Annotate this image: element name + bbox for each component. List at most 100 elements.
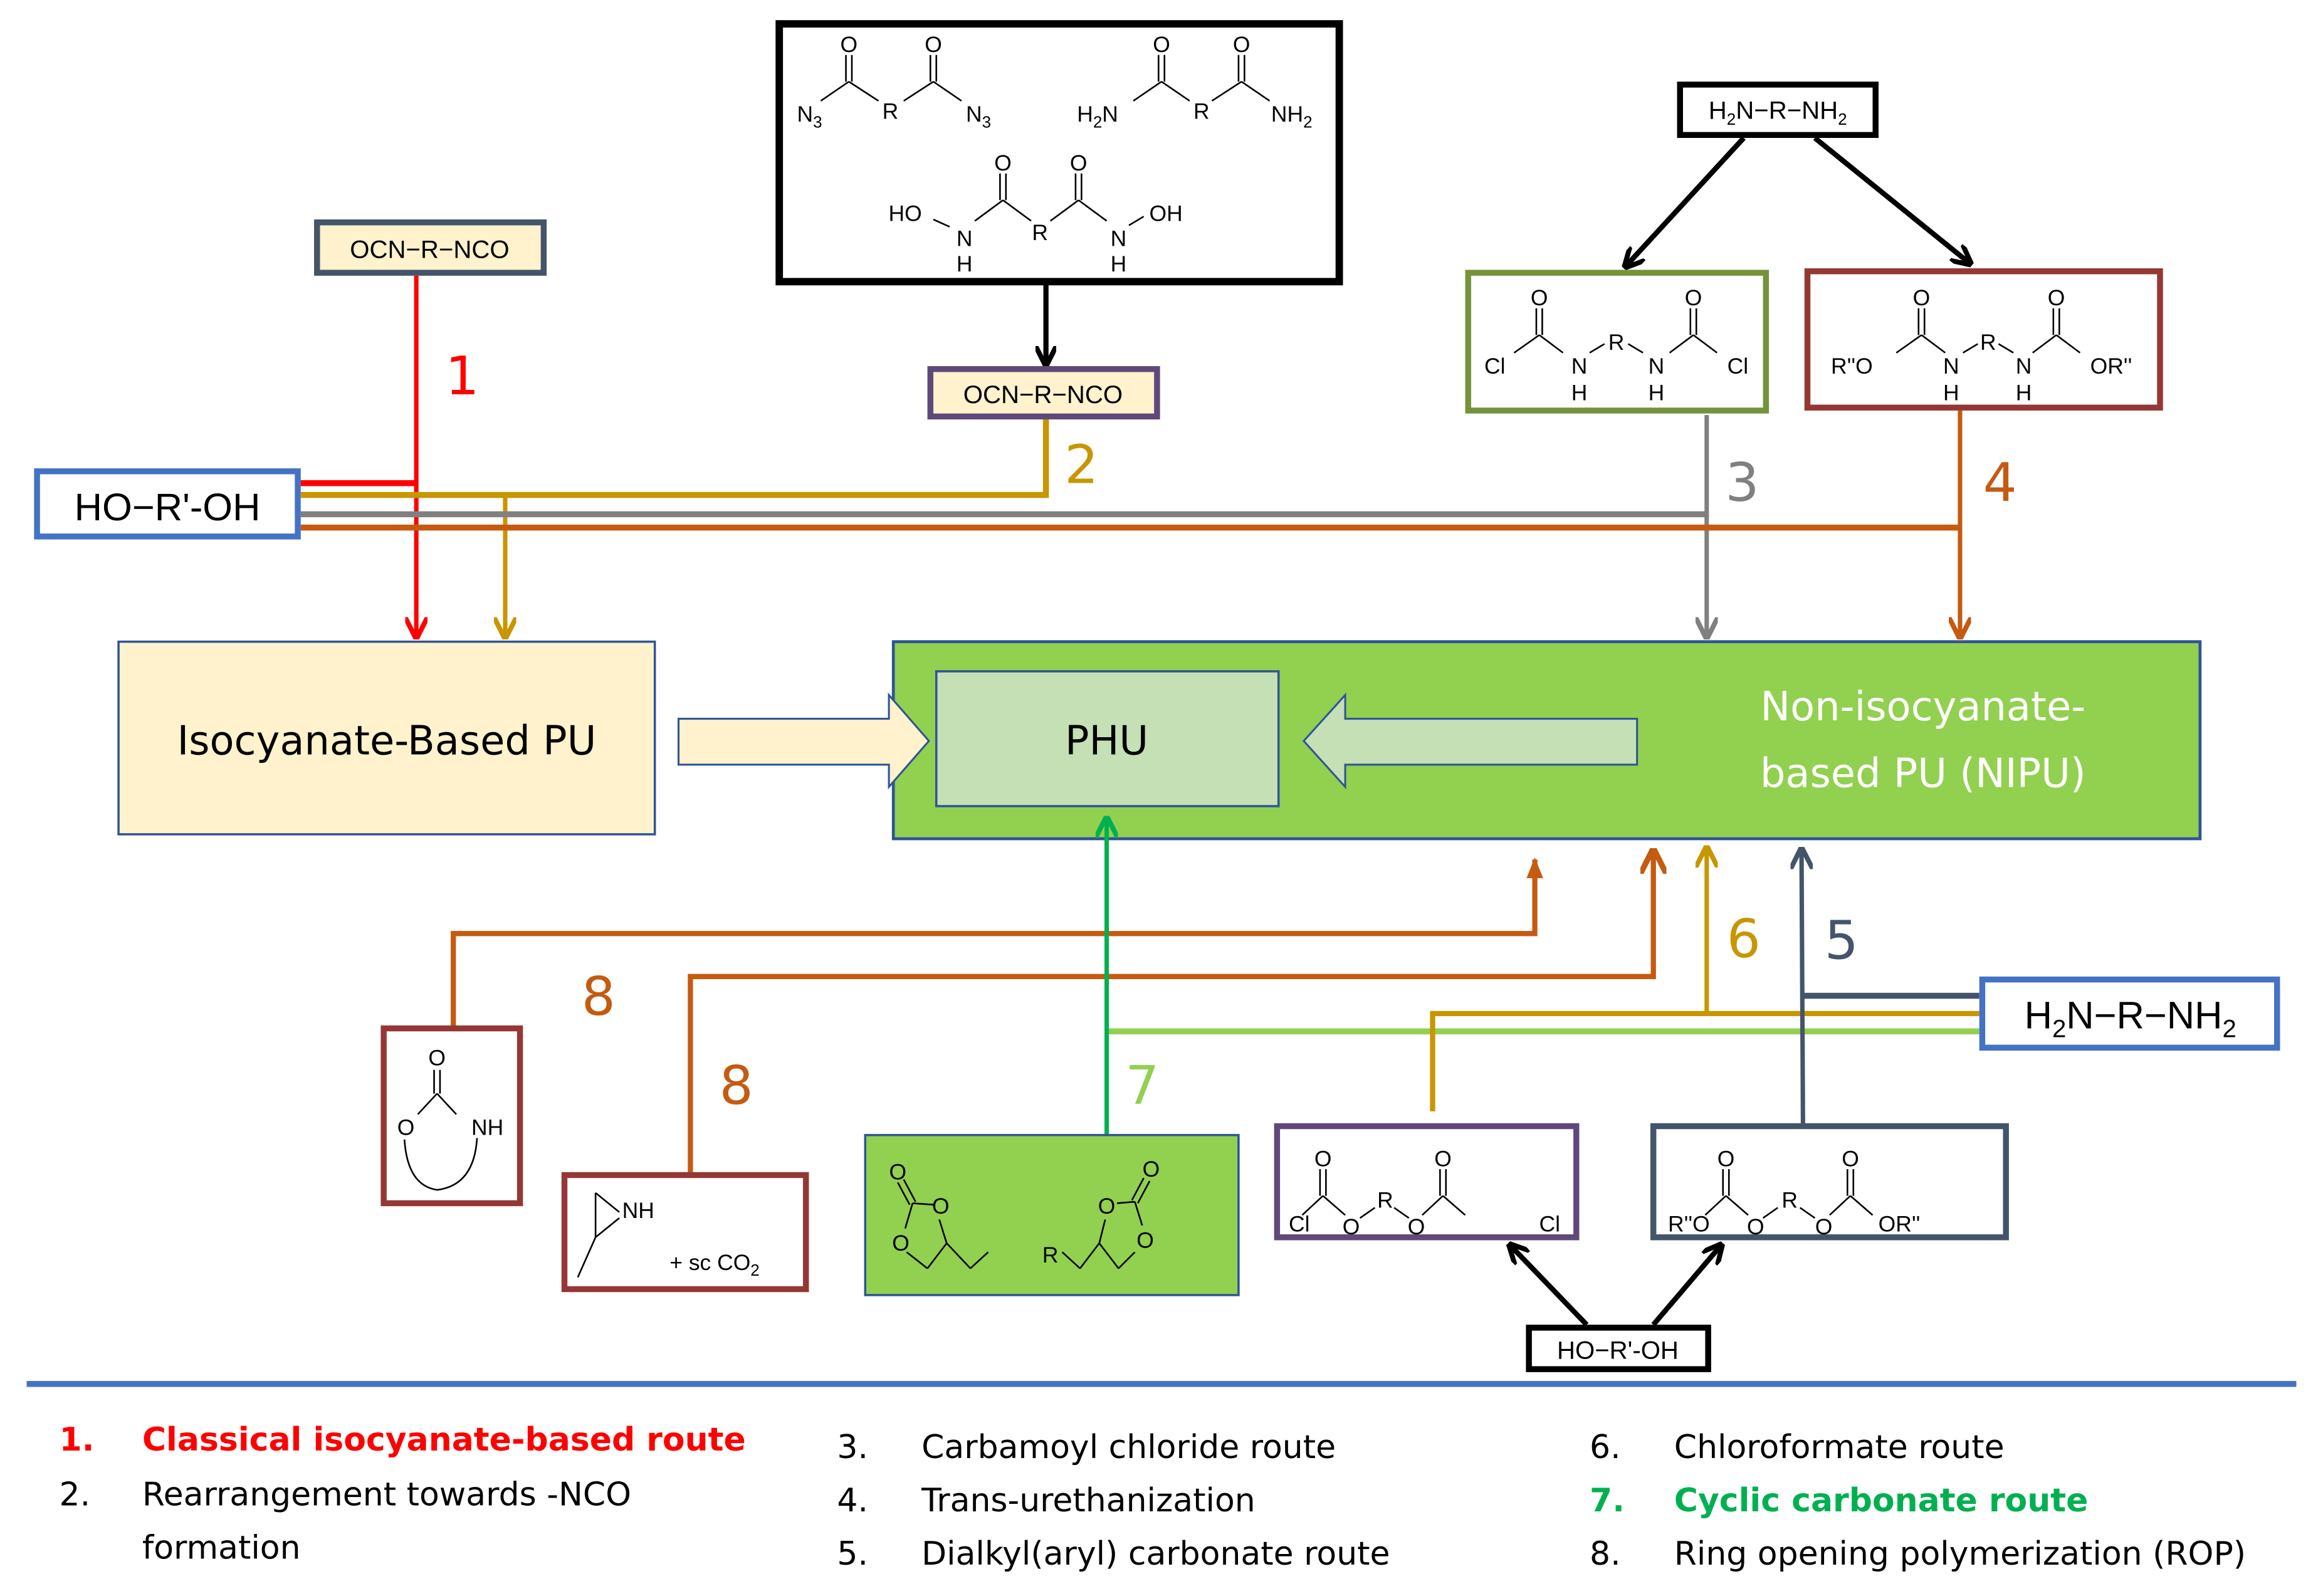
chemical-bond	[1131, 1177, 1145, 1201]
precursor-box-dihydroxamic-acid-n1-text: N	[957, 226, 973, 251]
chemical-bond	[820, 81, 850, 102]
box-frame	[927, 366, 1160, 420]
carbamoyl-chloride-box: O O Cl N H R N H Cl	[1465, 270, 1770, 414]
precursor-box-diamide-h2n-text: H	[1077, 102, 1093, 127]
precursor-box-diamide-nh2-text: NH	[1271, 102, 1303, 127]
chemical-bond	[1762, 1207, 1778, 1219]
cyclic-carbonate-o-top-l-text: O	[889, 1160, 907, 1185]
diol-box-bottom: HO−R'-OH	[1526, 1325, 1711, 1372]
precursor-box-diacyl-azide-n3-right-sub-text: 3	[982, 113, 991, 132]
chemical-bond	[1962, 343, 1978, 354]
box-frame	[1465, 270, 1770, 414]
reagents-diamine-top-a-sub-text: 2	[1727, 110, 1736, 129]
reagents-diamine-top-b-sub-text: 2	[1838, 110, 1847, 129]
legend-col1-1-num-text: 2.	[60, 1476, 91, 1514]
dicarbamate-o1-text: O	[1913, 285, 1931, 310]
box-frame	[561, 1172, 809, 1293]
precursor-box-diacyl-azide-n3-left-sub-text: 3	[813, 113, 822, 132]
phu-box: PHU	[935, 670, 1280, 807]
bischloroformate-ox1-text: O	[1343, 1214, 1360, 1239]
diamine-box-top: H2N−R−NH2	[1677, 81, 1879, 139]
nco-precursor-box: O O N3 R N3 O O H2N R NH2	[775, 20, 1343, 286]
carbamoyl-chloride-cl1-text: Cl	[1484, 354, 1505, 379]
diol-to-bischloroformate-arrow	[1509, 1245, 1589, 1327]
block-arrow-nipu-to-phu	[1302, 692, 1639, 790]
precursor-box-dihydroxamic-acid-r-text: R	[1032, 220, 1048, 245]
aziridine-co2-sub-text: 2	[750, 1261, 759, 1279]
precursor-box-diamide-nh2-sub-text: 2	[1303, 113, 1312, 132]
precursor-box-diacyl-azide-o1-text: O	[841, 32, 858, 57]
chemical-bond	[1513, 334, 1540, 354]
chemical-bond	[933, 218, 950, 228]
dialkyl-carbonate-r-text: R	[1781, 1188, 1798, 1213]
legend-item-6: 6. Chloroformate route	[1590, 1429, 2005, 1466]
legend-col2-1-num-text: 4.	[837, 1482, 868, 1520]
diisocyanate-2-formula: OCN−R−NCO	[963, 381, 1123, 409]
carbamoyl-chloride-h2-text: H	[1649, 380, 1665, 405]
chemical-bond	[1118, 1251, 1136, 1269]
precursor-box-diamide-o1-text: O	[1153, 32, 1170, 57]
svg-text:N3: N3	[797, 102, 822, 131]
cyclic-carbonate-o-low-r-text: O	[1136, 1227, 1154, 1252]
chemical-bond	[912, 1202, 934, 1206]
dicarbamate-box: O O R''O N H R N H OR''	[1804, 268, 2163, 411]
cyclic-carbonate-r-text: R	[1042, 1242, 1059, 1268]
diisocyanate-box-1: OCN−R−NCO	[314, 219, 547, 276]
precursor-box-dihydroxamic-acid-oh-text: OH	[1150, 201, 1183, 226]
chemical-bond	[1098, 1219, 1106, 1244]
cyclic-carbamate-box: O O NH	[380, 1025, 523, 1207]
dicarbamate-n1-text: N	[1943, 354, 1959, 379]
precursor-box-dihydroxamic-acid-ho-text: HO	[889, 201, 922, 226]
chemical-bond	[1627, 343, 1644, 354]
svg-text:H2N−R−NH2: H2N−R−NH2	[1709, 96, 1847, 128]
precursor-box-diamide-h2n-n-text: N	[1102, 102, 1118, 127]
precursor-box-dihydroxamic-acid-n2-text: N	[1111, 226, 1127, 251]
route-5-line	[1801, 849, 1803, 1126]
route-8a-number: 8	[582, 966, 616, 1028]
diamide-structure: O O H2N R NH2	[1077, 32, 1312, 132]
route-5-number: 5	[1825, 910, 1859, 972]
dialkyl-carbonate-ox1-text: O	[1747, 1214, 1765, 1239]
bischloroformate-ox2-text: O	[1408, 1214, 1425, 1239]
chemical-bond	[933, 81, 962, 102]
legend-col3-0-num-text: 6.	[1590, 1429, 1621, 1466]
chemical-bond	[1240, 81, 1271, 102]
legend: 1. Classical isocyanate-based route 2. R…	[60, 1421, 2247, 1573]
carbamoyl-chloride-h1-text: H	[1571, 380, 1588, 405]
chemical-bond	[436, 1093, 457, 1115]
box-frame	[1979, 976, 2280, 1051]
dialkyl-carbonate-o2-text: O	[1842, 1146, 1859, 1171]
chemical-bond	[1137, 1180, 1151, 1204]
chemical-bond	[848, 81, 879, 102]
legend-col2-2-text-text: Dialkyl(aryl) carbonate route	[921, 1535, 1390, 1573]
carbamoyl-chloride-o1-text: O	[1531, 285, 1548, 310]
route-3-number: 3	[1725, 452, 1759, 514]
chemical-bond	[1049, 199, 1079, 222]
legend-item-2: 2. Rearrangement towards -NCO formation	[60, 1476, 632, 1567]
box-frame	[34, 468, 301, 540]
route-4-number: 4	[1983, 452, 2017, 514]
dialkyl-carbonate-o1-text: O	[1717, 1146, 1735, 1171]
chemical-bond	[417, 1093, 438, 1115]
reagents-diamine-right-b-text: N−R−NH	[2066, 994, 2222, 1037]
box-frame	[935, 670, 1280, 807]
chemical-bond	[904, 1203, 914, 1229]
dicarbamate-o2-text: O	[2048, 285, 2065, 310]
diacyl-azide-structure: O O N3 R N3	[797, 32, 991, 132]
chemical-bond	[926, 1242, 948, 1269]
box-frame	[314, 219, 547, 276]
chemical-bond	[403, 1138, 478, 1191]
legend-item-7: 7. Cyclic carbonate route	[1590, 1482, 2088, 1520]
legend-item-5: 5. Dialkyl(aryl) carbonate route	[837, 1535, 1390, 1573]
cyclic-carbamate-o-top-text: O	[428, 1046, 446, 1071]
chemical-bond	[1322, 1195, 1346, 1216]
chemical-bond	[1002, 199, 1032, 222]
carbamoyl-chloride-r-text: R	[1608, 330, 1625, 355]
chemical-bond	[1704, 1195, 1727, 1216]
precursor-box-diamide-h2n-sub-text: 2	[1093, 113, 1102, 132]
precursor-box-diacyl-azide-r-text: R	[883, 98, 899, 123]
phu-label: PHU	[1065, 718, 1148, 764]
chemical-bond	[1422, 1195, 1444, 1216]
bischloroformate-o1-text: O	[1314, 1146, 1332, 1171]
